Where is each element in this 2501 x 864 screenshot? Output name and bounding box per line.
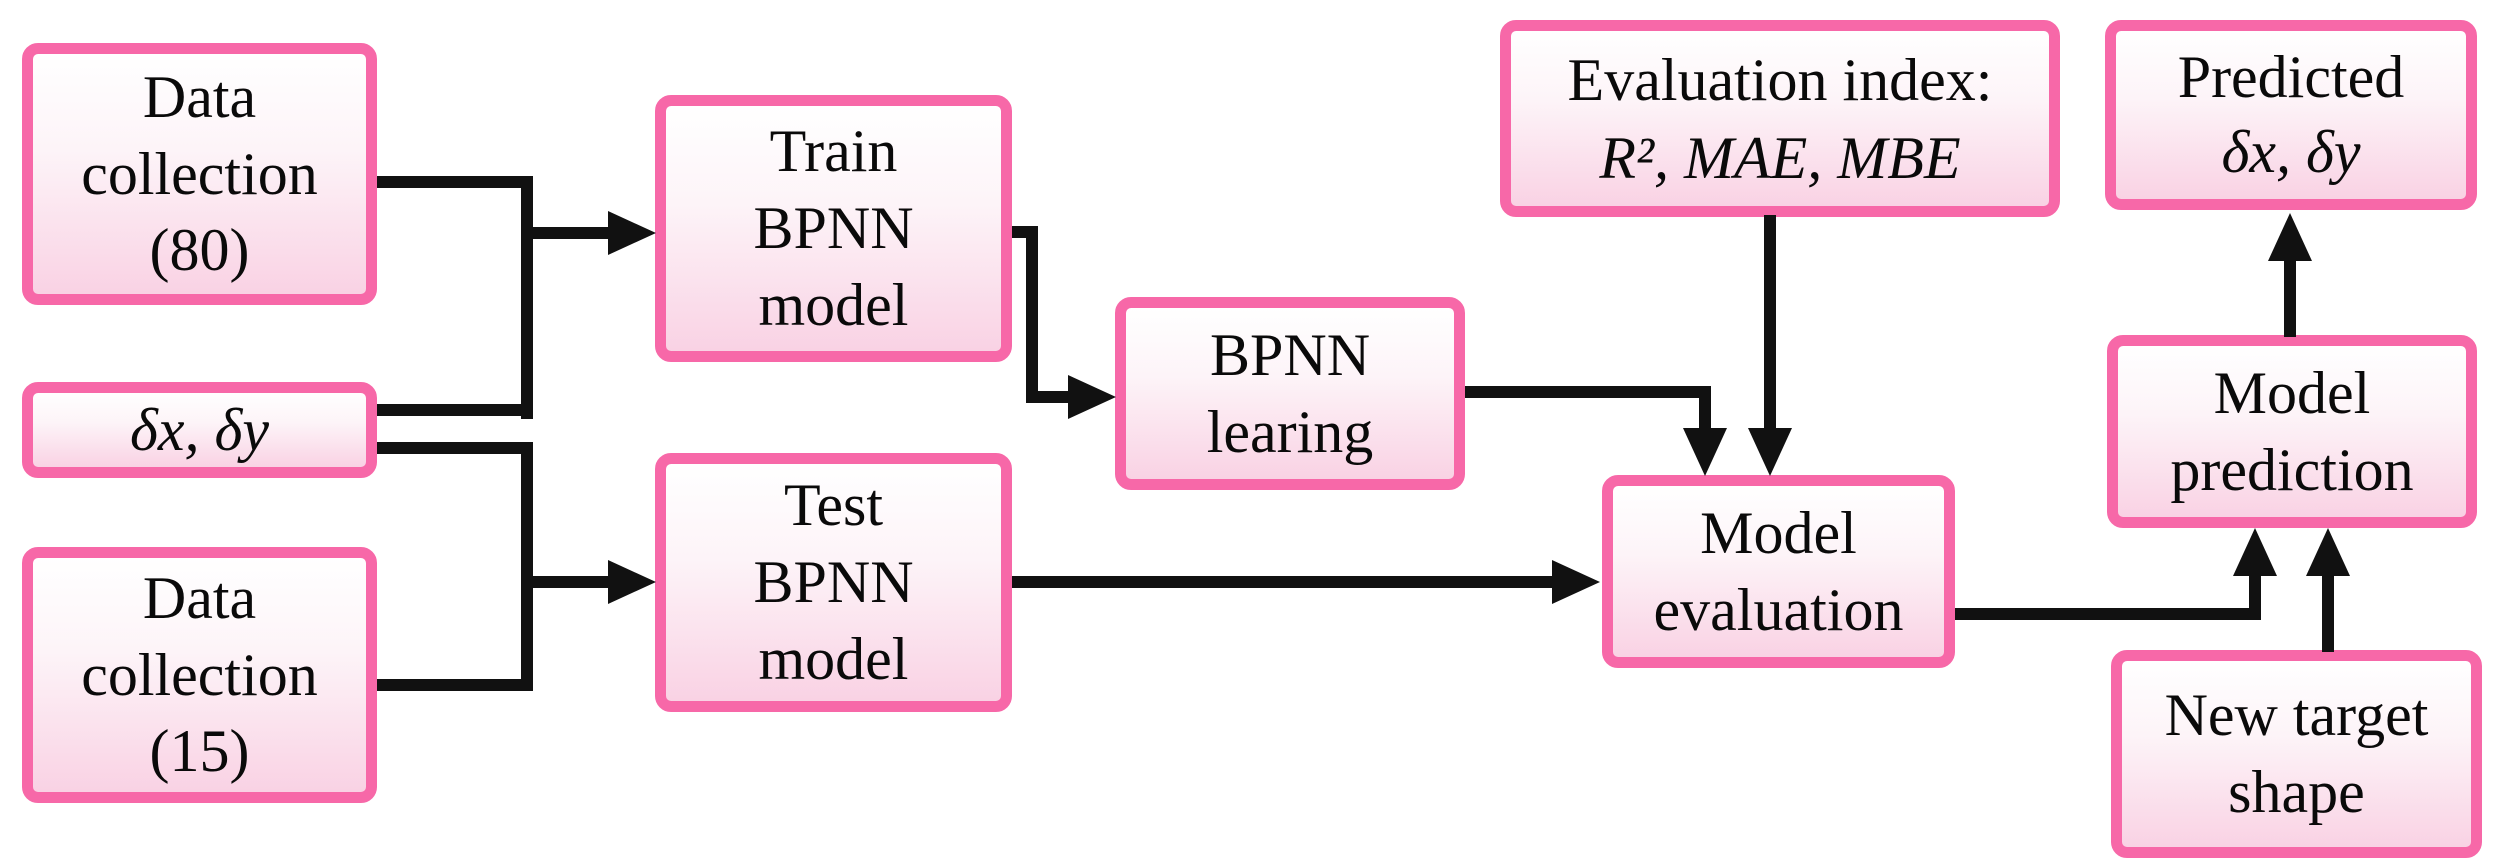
arrowhead-learning-into-evaluation <box>1683 428 1727 476</box>
arrowhead-into-train <box>608 211 656 255</box>
connector-learning-down <box>1699 386 1711 432</box>
evaluation-index-metrics: R², MAE, MBE <box>1599 124 1961 191</box>
arrowhead-into-test <box>608 560 656 604</box>
connector-dc15-out <box>377 679 533 691</box>
node-new-target-shape: New target shape <box>2111 650 2482 858</box>
connector-dxdy-out-top <box>377 404 533 416</box>
node-model-prediction: Model prediction <box>2107 335 2477 528</box>
connector-trunk-train-vertical <box>521 176 533 419</box>
node-bpnn-learning: BPNN learing <box>1115 297 1465 490</box>
node-delta-x-delta-y: δx, δy <box>22 382 377 478</box>
connector-dc80-out <box>377 176 533 188</box>
arrowhead-index-into-evaluation <box>1748 428 1792 476</box>
node-data-collection-15: Data collection (15) <box>22 547 377 803</box>
connector-learning-out <box>1465 386 1711 398</box>
connector-index-down <box>1764 215 1776 432</box>
connector-dxdy-out-bottom <box>377 442 533 454</box>
arrowhead-into-predicted <box>2268 213 2312 261</box>
connector-to-learning-shaft <box>1026 391 1072 403</box>
connector-prediction-up <box>2284 261 2296 337</box>
node-evaluation-index: Evaluation index: R², MAE, MBE <box>1500 20 2060 217</box>
connector-trunk-test-vertical <box>521 442 533 691</box>
arrowhead-target-into-prediction <box>2306 528 2350 576</box>
node-predicted-output: Predicted δx, δy <box>2105 20 2477 210</box>
node-train-bpnn-model: Train BPNN model <box>655 95 1012 362</box>
predicted-output-title: Predicted <box>2177 44 2405 110</box>
connector-evaluation-out <box>1955 608 2261 620</box>
predicted-output-values: δx, δy <box>2221 119 2361 185</box>
node-test-bpnn-model: Test BPNN model <box>655 453 1012 712</box>
connector-to-test-shaft <box>521 576 613 588</box>
arrowhead-evaluation-into-prediction <box>2233 528 2277 576</box>
evaluation-index-title: Evaluation index: <box>1567 46 1993 113</box>
node-model-evaluation: Model evaluation <box>1602 475 1955 668</box>
connector-evaluation-up <box>2249 574 2261 620</box>
arrowhead-into-evaluation <box>1552 560 1600 604</box>
connector-test-to-evaluation <box>1012 576 1556 588</box>
connector-target-up <box>2322 574 2334 652</box>
node-data-collection-80: Data collection (80) <box>22 43 377 305</box>
arrowhead-into-learning <box>1068 375 1116 419</box>
connector-to-train-shaft <box>521 227 613 239</box>
connector-train-down <box>1026 226 1038 403</box>
